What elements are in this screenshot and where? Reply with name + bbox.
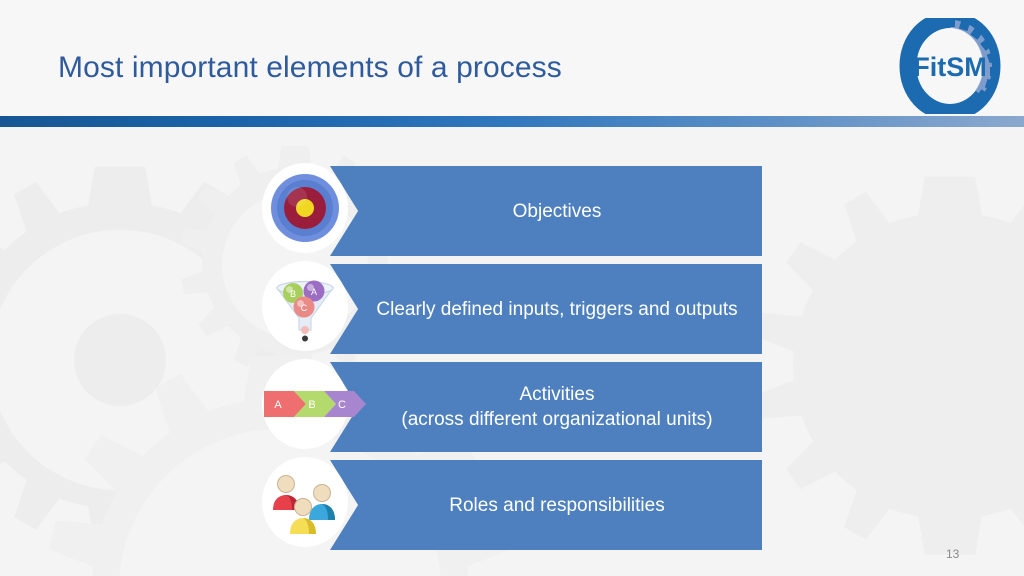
element-icon-disc: B A C [262,261,348,351]
logo-text: FitSM [913,52,987,82]
element-bar[interactable]: Clearly defined inputs, triggers and out… [330,264,762,354]
page-title: Most important elements of a process [58,51,562,84]
element-bar[interactable]: Roles and responsibilities [330,460,762,550]
target-icon [271,174,339,242]
list-item[interactable]: Activities (across different organizatio… [262,359,762,457]
funnel-label-a: A [311,287,317,297]
page-number: 13 [946,547,960,561]
gear-icon [899,18,1001,114]
header-divider [0,116,1024,127]
slide-header: Most important elements of a process [0,0,1024,116]
chevron-label-b: B [308,399,315,411]
funnel-icon: B A C [275,280,335,342]
funnel-label-b: B [290,289,296,299]
element-label: Roles and responsibilities [449,494,665,516]
element-label-line2: (across different organizational units) [401,409,713,430]
element-bar[interactable]: Objectives [330,166,762,256]
people-icon [273,475,335,534]
element-icon-disc: A B C [262,359,366,449]
list-item[interactable]: Objectives [262,163,762,261]
process-chevrons-icon: A B C [264,391,366,417]
element-label: Clearly defined inputs, triggers and out… [376,298,738,320]
chevron-label-c: C [338,399,346,411]
list-item[interactable]: Roles and responsibilities [262,457,762,555]
element-bar[interactable]: Activities (across different organizatio… [330,362,762,452]
funnel-label-c: C [301,303,308,313]
element-icon-disc [262,457,348,547]
element-icon-disc [262,163,348,253]
element-label-line1: Activities [519,384,595,405]
list-item[interactable]: Clearly defined inputs, triggers and out… [262,261,762,359]
chevron-label-a: A [274,399,282,411]
fitsm-logo: FitSM [898,18,1002,114]
element-label: Objectives [512,200,602,222]
element-label-group: Activities (across different organizatio… [401,382,712,432]
